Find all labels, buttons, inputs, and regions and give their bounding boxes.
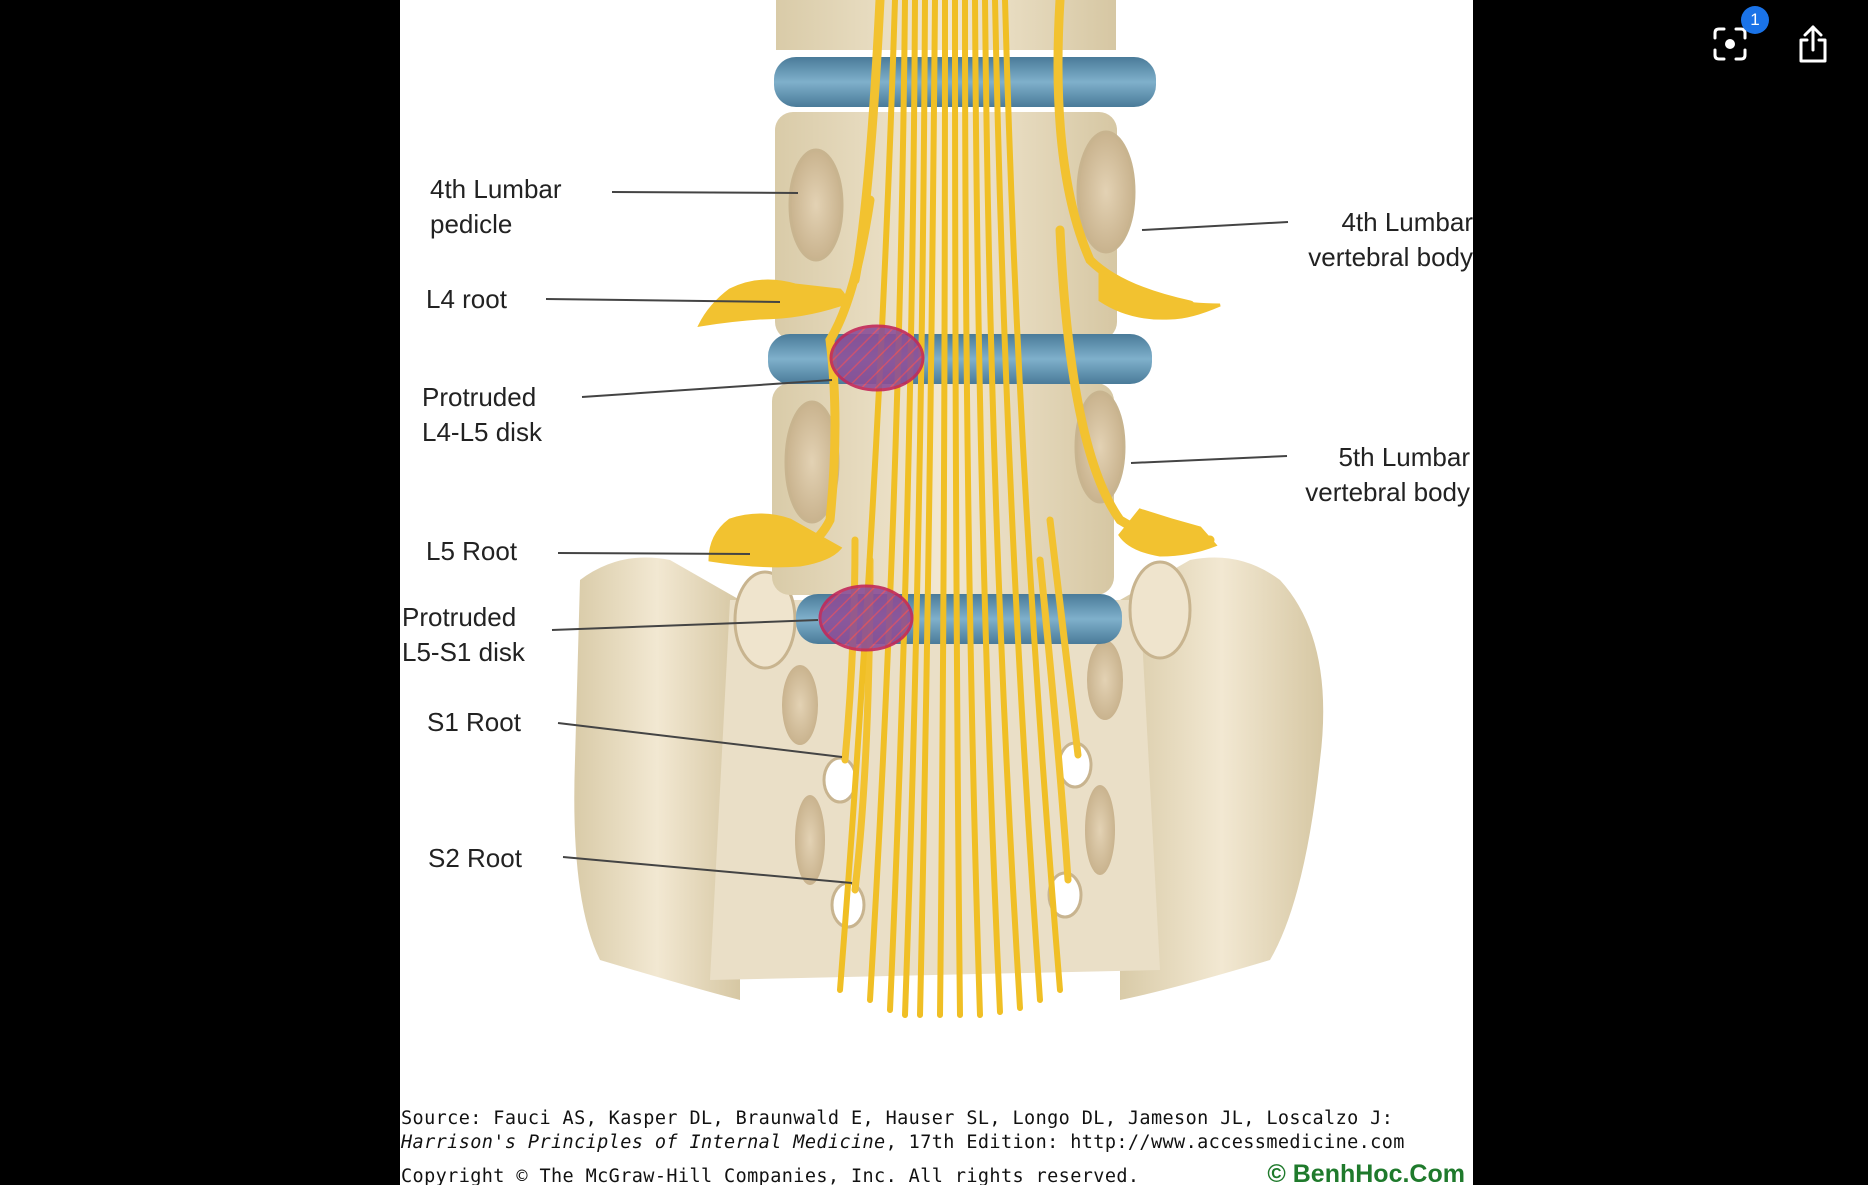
label-l4l5-line1: Protruded: [422, 382, 537, 412]
label-l4-root: L4 root: [426, 284, 507, 314]
label-l5s1-line1: Protruded: [402, 602, 517, 632]
label-l4-pedicle-line2: pedicle: [430, 209, 513, 239]
label-l5s1-line2: L5-S1 disk: [402, 637, 525, 667]
label-l4-pedicle: 4th Lumbar pedicle: [430, 172, 562, 242]
label-l5-body-line1: 5th Lumbar: [1338, 442, 1470, 472]
book-title: Harrison's Principles of Internal Medici…: [401, 1132, 886, 1153]
label-l4-pedicle-line1: 4th Lumbar: [430, 174, 562, 204]
herniation-l5s1: [818, 584, 914, 652]
spine-illustration: [545, 0, 1324, 1018]
label-protruded-l5s1-disk: Protruded L5-S1 disk: [402, 600, 525, 670]
label-l5-vertebral-body: 5th Lumbar vertebral body: [1305, 440, 1470, 510]
copyright-notice: Copyright © The McGraw-Hill Companies, I…: [401, 1166, 1140, 1185]
cauda-equina: [837, 0, 1063, 1018]
label-l5-root: L5 Root: [426, 536, 518, 566]
label-protruded-l4l5-disk: Protruded L4-L5 disk: [422, 380, 542, 450]
disk-herniations: [818, 324, 925, 652]
label-l4-body-line1: 4th Lumbar: [1341, 207, 1473, 237]
label-l4l5-line2: L4-L5 disk: [422, 417, 542, 447]
source-citation-line2: Harrison's Principles of Internal Medici…: [401, 1132, 1405, 1153]
nerve-roots: [697, 0, 1221, 894]
lens-scan-icon: [1713, 27, 1747, 61]
edition-url: , 17th Edition: http://www.accessmedicin…: [885, 1132, 1405, 1153]
anatomy-figure: 4th Lumbar pedicle L4 root Protruded L4-…: [400, 0, 1473, 1185]
label-l4-vertebral-body: 4th Lumbar vertebral body: [1308, 205, 1473, 275]
leader-lines: [545, 191, 1289, 884]
lens-count-badge: 1: [1741, 6, 1769, 34]
herniation-l4l5: [829, 324, 925, 392]
watermark-brand: © BenhHoc.Com: [1267, 1160, 1465, 1185]
label-l4-body-line2: vertebral body: [1308, 242, 1473, 272]
share-button[interactable]: [1785, 16, 1841, 72]
label-s2-root: S2 Root: [428, 843, 522, 873]
label-l5-body-line2: vertebral body: [1305, 477, 1470, 507]
source-citation: Source: Fauci AS, Kasper DL, Braunwald E…: [401, 1108, 1394, 1129]
share-icon: [1799, 25, 1827, 63]
sacrum: [574, 557, 1324, 1000]
label-s1-root: S1 Root: [427, 707, 521, 737]
lens-scan-button[interactable]: [1702, 16, 1758, 72]
